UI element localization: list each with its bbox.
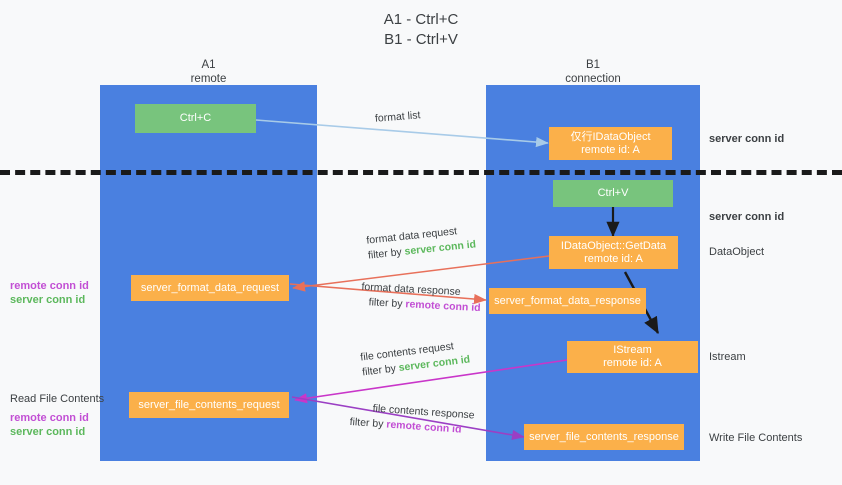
side-label-conn-ids-mid: remote conn id server conn id (10, 279, 89, 307)
side-label-write-file-contents: Write File Contents (709, 432, 803, 444)
edge-label-format-data-response: format data response filter by remote co… (360, 280, 481, 316)
lane-header-a1: A1 remote (100, 58, 317, 86)
node-server-format-data-request-label: server_format_data_request (140, 281, 280, 294)
node-ctrl-v[interactable]: Ctrl+V (553, 180, 673, 207)
node-server-file-contents-request[interactable]: server_file_contents_request (129, 392, 289, 418)
node-istream[interactable]: IStream remote id: A (567, 341, 698, 373)
node-server-file-contents-response[interactable]: server_file_contents_response (524, 424, 684, 450)
page-title: A1 - Ctrl+C B1 - Ctrl+V (0, 10, 842, 50)
node-idataobject-remote-label: 仅行IDataObject (570, 130, 651, 143)
node-ctrl-v-label: Ctrl+V (597, 187, 629, 199)
side-label-server-conn-id-top: server conn id (709, 133, 785, 145)
edge-label-format-list: format list (374, 108, 421, 127)
lane-header-b1-line1: B1 (585, 59, 601, 71)
title-line-1: A1 - Ctrl+C (383, 11, 459, 28)
node-istream-sub: remote id: A (603, 357, 662, 369)
node-server-format-data-request[interactable]: server_format_data_request (131, 275, 289, 301)
side-label-conn-ids-low: remote conn id server conn id (10, 411, 89, 439)
lane-header-b1: B1 connection (486, 58, 700, 86)
node-idataobject-getdata-sub: remote id: A (584, 252, 643, 265)
edge-label-file-contents-response: file contents response filter by remote … (349, 401, 475, 438)
node-server-file-contents-request-label: server_file_contents_request (138, 398, 280, 411)
title-line-2: B1 - Ctrl+V (384, 31, 458, 48)
lane-header-a1-line1: A1 (201, 59, 216, 71)
side-label-server-conn-id-second: server conn id (709, 211, 785, 223)
filter-value-remote-conn-id: remote conn id (405, 298, 481, 315)
lane-header-a1-line2: remote (190, 73, 227, 85)
side-label-istream: Istream (709, 351, 746, 363)
node-idataobject-getdata-label: IDataObject::GetData (560, 239, 667, 252)
node-ctrl-c-label: Ctrl+C (179, 112, 212, 124)
node-server-format-data-response-label: server_format_data_response (494, 294, 641, 307)
filter-value-remote-conn-id: remote conn id (385, 418, 462, 436)
filter-prefix: filter by (349, 415, 387, 431)
side-label-read-file-contents-group: Read File Contents (10, 392, 104, 406)
node-server-file-contents-response-label: server_file_contents_response (529, 430, 679, 443)
side-label-remote-conn-id: remote conn id (10, 280, 89, 292)
node-istream-label: IStream (613, 344, 652, 356)
filter-prefix: filter by (368, 296, 406, 311)
side-label-read-file-contents: Read File Contents (10, 393, 105, 405)
side-label-remote-conn-id: remote conn id (10, 412, 89, 424)
edge-label-format-list-line1: format list (374, 109, 421, 125)
side-label-server-conn-id: server conn id (10, 294, 86, 306)
node-idataobject-remote[interactable]: 仅行IDataObject remote id: A (549, 127, 672, 160)
filter-prefix: filter by (361, 362, 400, 379)
phase-divider (0, 170, 842, 175)
lane-header-b1-line2: connection (565, 73, 621, 85)
side-label-dataobject: DataObject (709, 246, 765, 258)
side-label-server-conn-id: server conn id (10, 426, 86, 438)
node-ctrl-c[interactable]: Ctrl+C (135, 104, 256, 133)
node-idataobject-remote-sub: remote id: A (581, 143, 640, 156)
node-idataobject-getdata[interactable]: IDataObject::GetData remote id: A (549, 236, 678, 269)
filter-prefix: filter by (367, 245, 406, 262)
edge-label-file-contents-request: file contents request filter by server c… (360, 337, 471, 380)
edge-label-format-data-request: format data request filter by server con… (366, 222, 477, 263)
node-server-format-data-response[interactable]: server_format_data_response (489, 288, 646, 314)
